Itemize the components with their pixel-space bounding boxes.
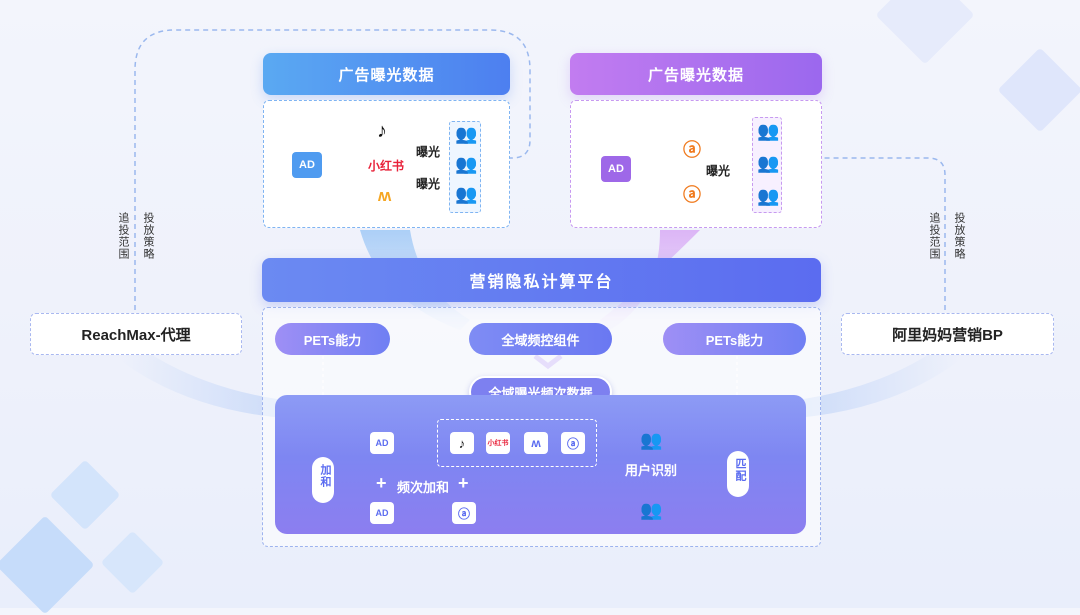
delivery-strategy-label: 投放策略 — [142, 212, 154, 260]
user-icon: 👥 — [757, 121, 780, 141]
ad-badge: AD — [601, 156, 631, 182]
exposure-label: 曝光 — [416, 145, 441, 159]
plus-icon: + — [376, 473, 387, 493]
alimama-bp-box: 阿里妈妈营销BP — [841, 313, 1054, 355]
user-identify-label: 用户识别 — [625, 463, 678, 478]
douyin-icon: ♪ — [450, 432, 474, 454]
platform-group-box — [437, 419, 597, 467]
user-icon: 👥 — [757, 153, 780, 173]
ad-badge: AD — [370, 502, 394, 524]
pets-capability-right: PETs能力 — [663, 323, 806, 355]
ad-badge: AD — [292, 152, 322, 178]
user-icon: 👥 — [455, 124, 478, 144]
marketing-privacy-platform: 营销隐私计算平台 — [262, 258, 821, 302]
add-sum-label: 加和 — [319, 464, 331, 488]
user-icon: 👥 — [455, 184, 478, 204]
alimama-icon: ⓐ — [683, 185, 701, 205]
kuaishou-icon: ʍ — [378, 186, 392, 205]
user-icon: 👥 — [455, 154, 478, 174]
ad-exposure-header-left: 广告曝光数据 — [263, 53, 510, 95]
alimama-icon: ⓐ — [683, 140, 701, 160]
alimama-icon: ⓐ — [452, 502, 476, 524]
xiaohongshu-label: 小红书 — [368, 159, 405, 173]
alimama-icon: ⓐ — [561, 432, 585, 454]
reachmax-agent-box: ReachMax-代理 — [30, 313, 242, 355]
ad-badge: AD — [370, 432, 394, 454]
user-icon: 👥 — [640, 500, 663, 520]
user-icon: 👥 — [640, 430, 663, 450]
match-label: 匹配 — [734, 458, 746, 482]
exposure-label: 曝光 — [416, 177, 441, 191]
loop-right — [787, 152, 946, 310]
sweep-left — [120, 340, 470, 420]
delivery-strategy-label: 投放策略 — [953, 212, 965, 260]
douyin-icon: ♪ — [377, 120, 387, 142]
loop-left — [134, 29, 531, 310]
kuaishou-icon: ʍ — [524, 432, 548, 454]
match-tag — [727, 451, 749, 497]
retarget-scope-label: 追投范围 — [117, 212, 129, 260]
xiaohongshu-badge: 小红书 — [486, 432, 510, 454]
exposure-label: 曝光 — [706, 164, 731, 178]
frequency-control-component: 全域频控组件 — [469, 323, 612, 355]
user-group-box — [449, 121, 481, 213]
frequency-panel — [275, 395, 806, 534]
ad-exposure-header-right: 广告曝光数据 — [570, 53, 822, 95]
pets-capability-left: PETs能力 — [275, 323, 390, 355]
add-sum-tag — [312, 457, 334, 503]
sweep-right — [610, 340, 960, 420]
retarget-scope-label: 追投范围 — [928, 212, 940, 260]
plus-icon: + — [458, 473, 469, 493]
frequency-sum-label: 频次加和 — [397, 480, 450, 495]
user-icon: 👥 — [757, 186, 780, 206]
user-group-box — [752, 117, 782, 213]
